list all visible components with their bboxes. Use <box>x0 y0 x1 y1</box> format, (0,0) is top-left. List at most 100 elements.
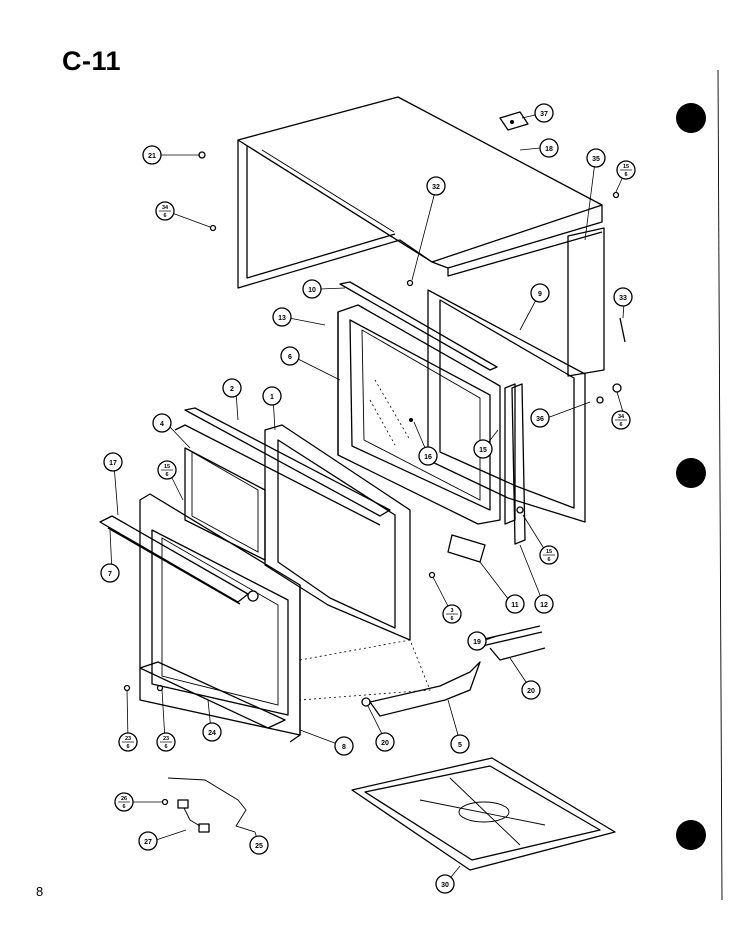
binder-hole-middle <box>676 458 706 488</box>
svg-text:21: 21 <box>148 153 156 160</box>
callout-30: 30 <box>435 874 455 894</box>
cabinet-wrapper <box>237 96 603 289</box>
svg-text:6: 6 <box>163 213 166 219</box>
wiring-harness <box>167 777 256 833</box>
svg-text:15: 15 <box>546 549 552 555</box>
svg-text:30: 30 <box>441 882 449 889</box>
element-handle <box>369 661 481 717</box>
callout-6: 6 <box>280 346 300 366</box>
svg-text:20: 20 <box>527 688 535 695</box>
page-edge-mark <box>717 69 723 901</box>
svg-text:37: 37 <box>540 111 548 118</box>
binder-hole-top <box>676 103 706 133</box>
svg-text:5: 5 <box>458 742 462 749</box>
callout-13: 13 <box>272 307 292 327</box>
callout-5: 5 <box>450 734 470 754</box>
svg-text:16: 16 <box>424 454 432 461</box>
callout-18: 18 <box>539 138 559 158</box>
svg-text:9: 9 <box>538 291 542 298</box>
callout-15-6-left: 156 <box>157 460 177 480</box>
callout-36: 36 <box>530 408 550 428</box>
page-number: 8 <box>36 884 44 899</box>
callout-1: 1 <box>262 386 282 406</box>
callout-3-6: 36 <box>442 604 462 624</box>
callout-24: 24 <box>202 722 222 742</box>
svg-text:13: 13 <box>278 315 286 322</box>
leader-lines <box>109 114 626 883</box>
svg-text:18: 18 <box>545 146 553 153</box>
callout-12: 12 <box>534 594 554 614</box>
svg-text:34: 34 <box>618 414 625 420</box>
callout-37: 37 <box>534 103 554 123</box>
svg-text:26: 26 <box>121 796 127 802</box>
svg-text:15: 15 <box>164 464 170 470</box>
callout-27: 27 <box>138 831 158 851</box>
hidden-outline <box>299 639 431 701</box>
oven-cavity <box>337 304 516 525</box>
callout-25: 25 <box>249 835 269 855</box>
svg-text:15: 15 <box>623 164 629 170</box>
binder-hole-bottom <box>676 820 706 850</box>
svg-text:24: 24 <box>208 730 216 737</box>
svg-text:8: 8 <box>342 744 346 751</box>
svg-text:10: 10 <box>308 287 316 294</box>
svg-text:19: 19 <box>473 639 481 646</box>
callout-10: 10 <box>302 279 322 299</box>
svg-text:25: 25 <box>255 843 263 850</box>
svg-text:27: 27 <box>144 839 152 846</box>
svg-text:6: 6 <box>624 172 627 178</box>
callout-20-right: 20 <box>521 680 541 700</box>
callouts: 21 37 18 35 156 346 32 10 9 33 13 6 2 1 … <box>100 103 636 894</box>
svg-text:36: 36 <box>536 416 544 423</box>
callout-15-mid: 15 <box>473 439 493 459</box>
svg-text:23: 23 <box>125 736 131 742</box>
svg-text:4: 4 <box>160 421 164 428</box>
svg-text:3: 3 <box>450 608 453 614</box>
svg-text:34: 34 <box>162 205 169 211</box>
rear-panel <box>567 227 605 377</box>
callout-21: 21 <box>142 145 162 165</box>
callout-26-6: 266 <box>114 792 134 812</box>
callout-19: 19 <box>467 631 487 651</box>
svg-text:15: 15 <box>479 447 487 454</box>
drip-tray <box>351 757 616 871</box>
callout-4: 4 <box>152 413 172 433</box>
callout-23-6-a: 236 <box>118 732 138 752</box>
svg-text:11: 11 <box>511 602 519 609</box>
svg-text:12: 12 <box>540 602 548 609</box>
callout-32: 32 <box>426 176 446 196</box>
callout-11: 11 <box>505 594 525 614</box>
callout-2: 2 <box>222 378 242 398</box>
svg-text:6: 6 <box>547 557 550 563</box>
diagram-title: C-11 <box>62 46 122 76</box>
callout-8: 8 <box>334 736 354 756</box>
door-bottom-trim <box>139 661 286 729</box>
door-glass-panels <box>174 407 391 561</box>
svg-text:17: 17 <box>109 460 117 467</box>
callout-33: 33 <box>613 287 633 307</box>
door-handle <box>99 515 259 605</box>
svg-text:6: 6 <box>122 804 125 810</box>
callout-34-6-right: 346 <box>611 410 631 430</box>
callout-34-6-left: 346 <box>155 201 175 221</box>
callout-23-6-b: 236 <box>156 732 176 752</box>
svg-text:1: 1 <box>270 394 274 401</box>
top-vent-strip <box>339 281 498 371</box>
heating-element <box>479 625 546 661</box>
svg-text:20: 20 <box>381 740 389 747</box>
callout-20-left: 20 <box>375 732 395 752</box>
wrapper-clip <box>499 111 529 131</box>
svg-text:7: 7 <box>108 571 112 578</box>
svg-text:6: 6 <box>619 422 622 428</box>
callout-15-6-top: 156 <box>616 160 636 180</box>
inner-door-liner <box>264 424 411 641</box>
svg-text:33: 33 <box>619 295 627 302</box>
callout-17: 17 <box>103 452 123 472</box>
callout-7: 7 <box>100 563 120 583</box>
svg-text:6: 6 <box>450 616 453 622</box>
svg-text:6: 6 <box>126 744 129 750</box>
callout-15-6-right: 156 <box>539 545 559 565</box>
svg-text:6: 6 <box>288 354 292 361</box>
